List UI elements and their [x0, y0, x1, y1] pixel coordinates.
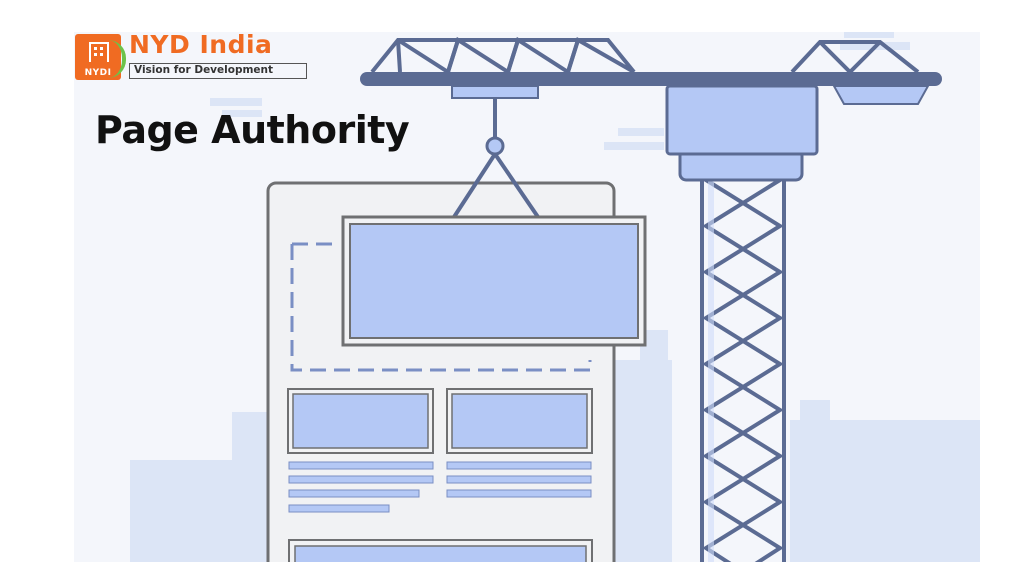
hook-icon — [452, 98, 540, 219]
logo-tagline: Vision for Development — [129, 63, 307, 79]
logo-abbreviation: NYDI — [84, 68, 112, 78]
illustration-panel — [74, 32, 980, 562]
crane-icon — [360, 36, 942, 562]
background-shapes — [130, 32, 980, 562]
logo-badge: NYDI — [75, 34, 126, 80]
nyd-india-logo: NYDI NYD India Vision for Development — [75, 30, 307, 82]
swoosh-icon — [108, 40, 126, 78]
building-icon — [89, 42, 109, 62]
page-title: Page Authority — [95, 108, 410, 152]
lifted-content-block — [341, 215, 647, 347]
crane-illustration — [130, 32, 980, 562]
logo-name: NYD India — [129, 30, 273, 59]
